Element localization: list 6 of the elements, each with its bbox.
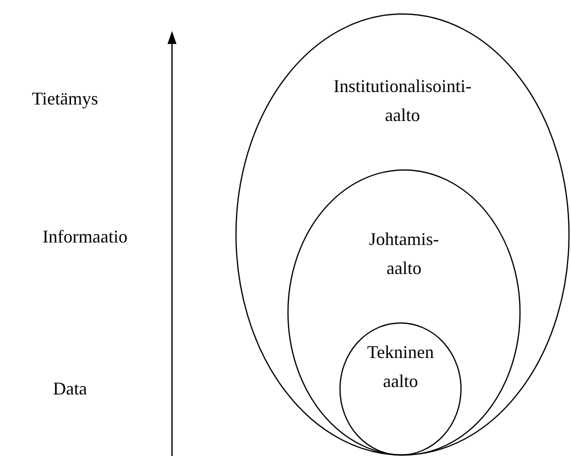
node-label: Institutionalisointi- aalto [332,75,472,127]
node-label: Johtamis- aalto [368,228,440,280]
axis-level-label: Data [53,378,87,400]
node-label: Tekninen aalto [366,341,435,393]
axis-level-label: Informaatio [42,226,128,248]
axis-level-label: Tietämys [32,88,98,110]
